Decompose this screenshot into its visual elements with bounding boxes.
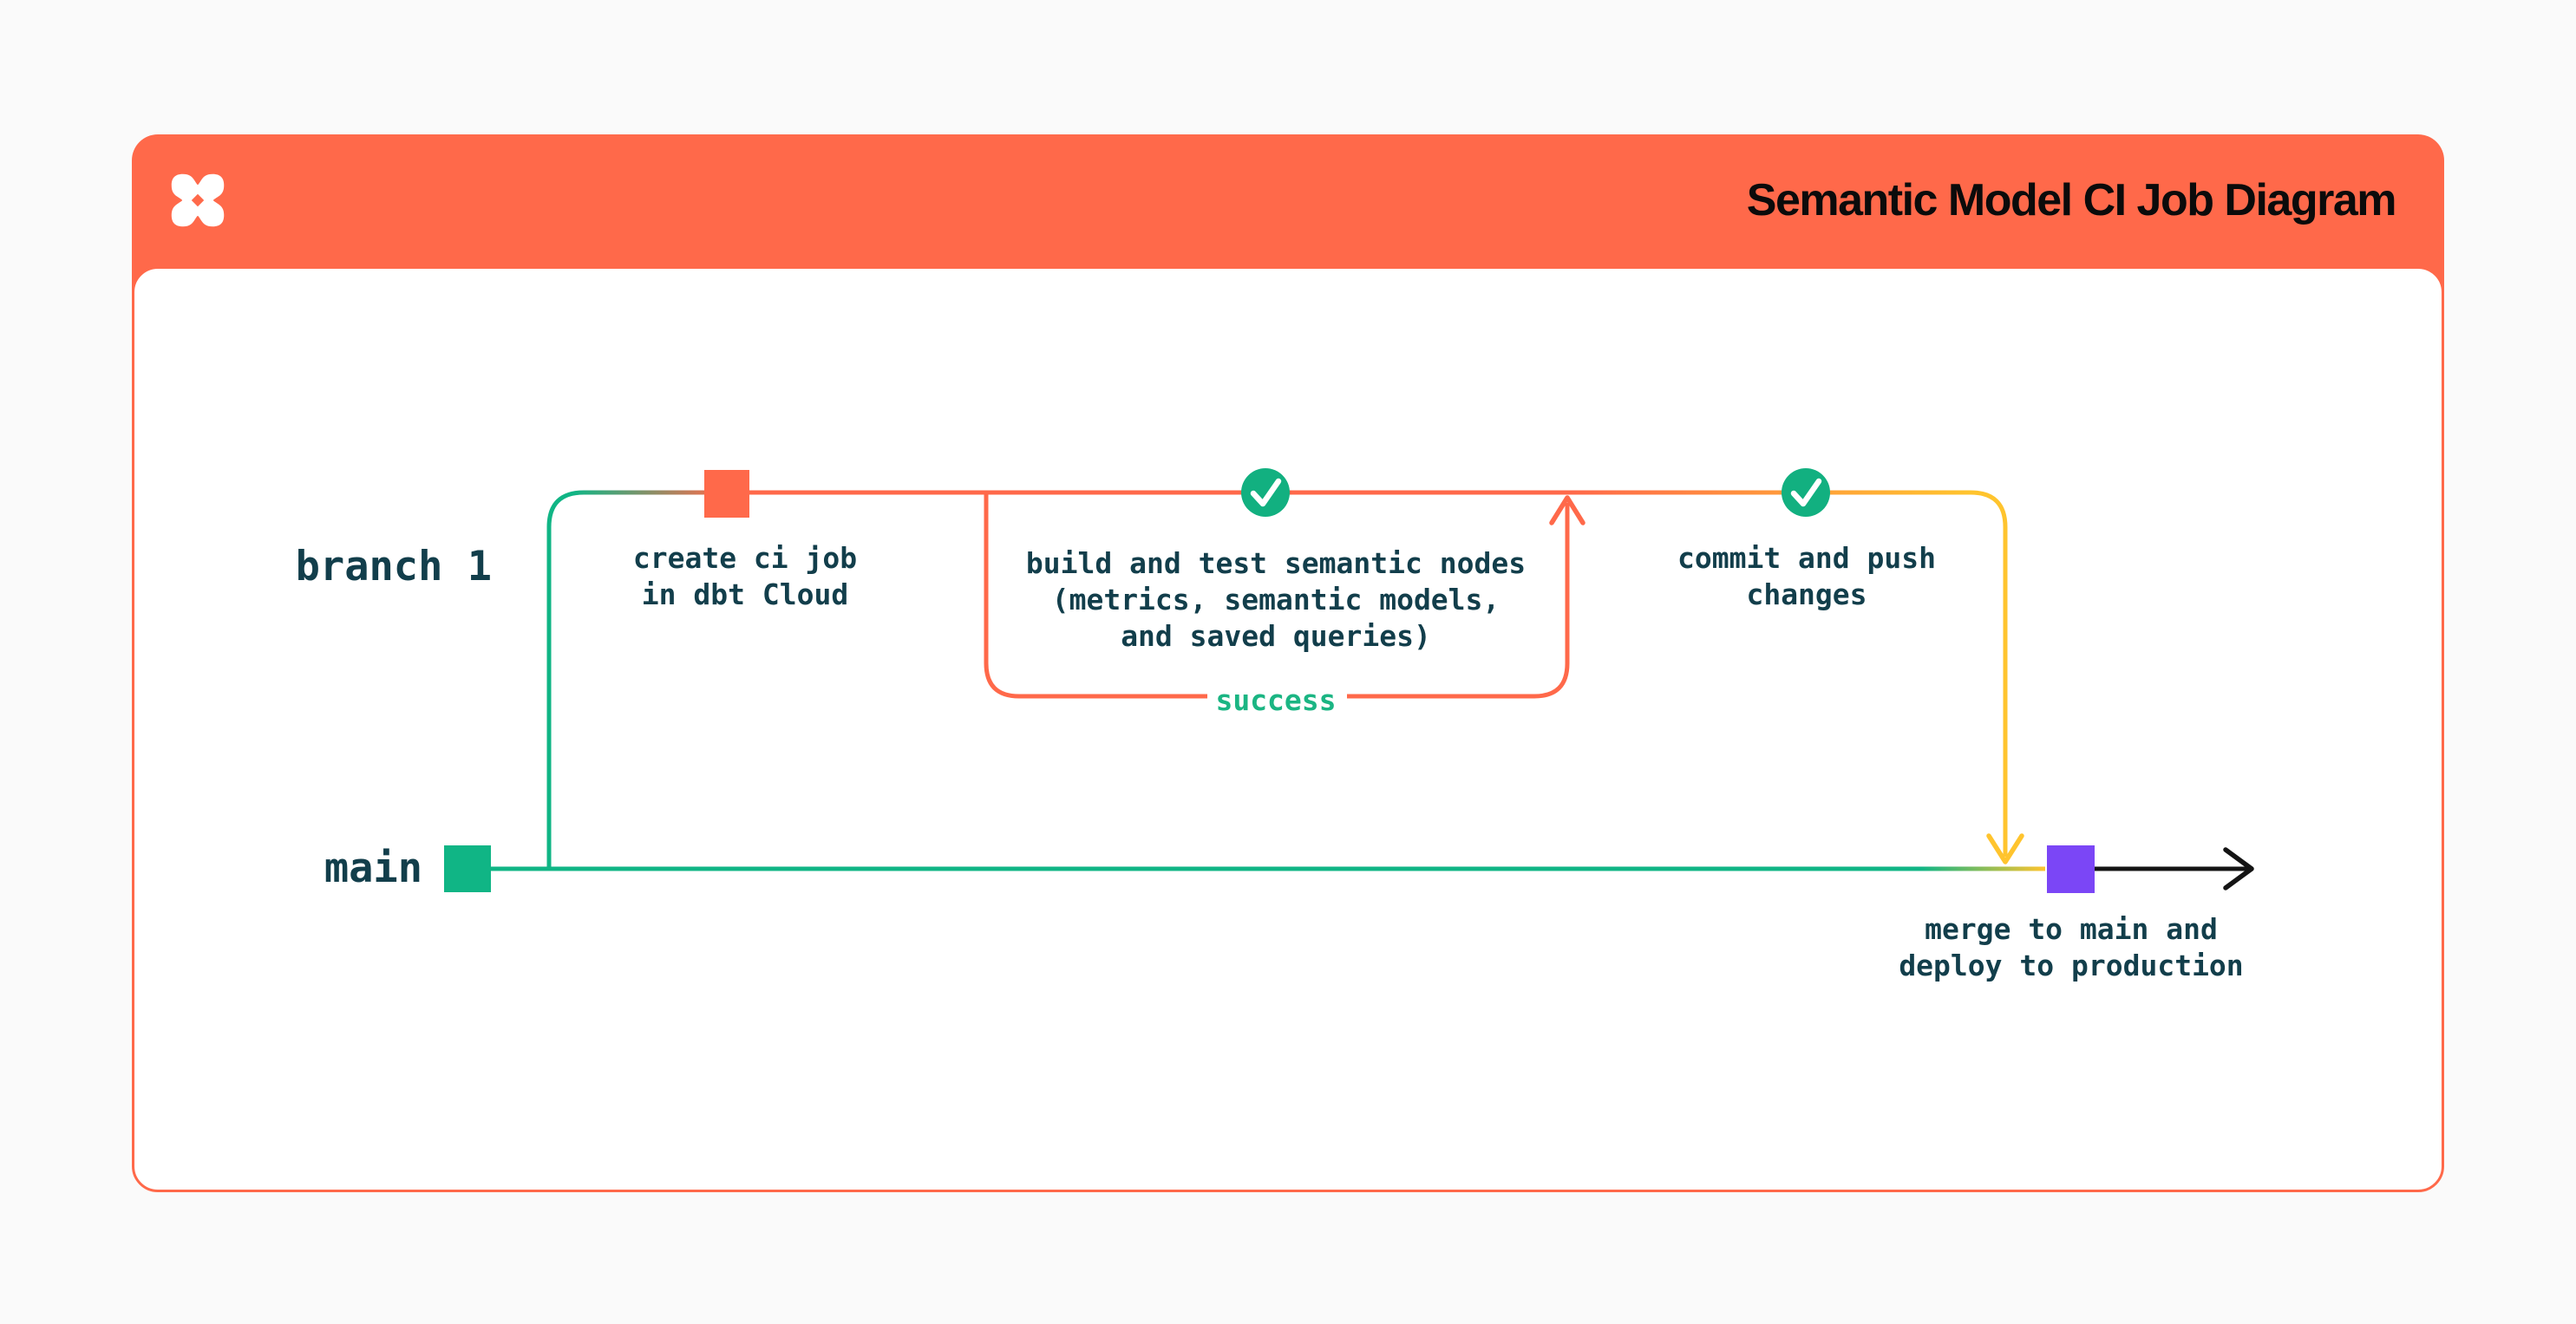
label-line: (metrics, semantic models, xyxy=(1051,583,1500,616)
merge-deploy-label: merge to main and deploy to production xyxy=(1854,911,2288,984)
card-body xyxy=(132,266,2444,1192)
label-line: merge to main and xyxy=(1925,912,2218,946)
header-bar: Semantic Model CI Job Diagram xyxy=(132,134,2444,266)
label-line: deploy to production xyxy=(1899,949,2244,982)
check-icon xyxy=(1241,468,1290,517)
build-test-label: build and test semantic nodes (metrics, … xyxy=(1016,545,1536,655)
page-title: Semantic Model CI Job Diagram xyxy=(1746,175,2397,225)
merge-down-line xyxy=(1570,490,2008,857)
merge-commit-node xyxy=(2047,845,2095,893)
label-line: create ci job xyxy=(632,541,858,575)
create-ci-job-node xyxy=(704,470,749,518)
label-line: changes xyxy=(1746,577,1867,611)
check-icon xyxy=(1782,468,1830,517)
label-line: and saved queries) xyxy=(1121,619,1431,653)
success-loop-left xyxy=(984,492,1207,699)
success-label: success xyxy=(1215,683,1337,717)
create-ci-job-label: create ci job in dbt Cloud xyxy=(615,540,875,613)
commit-push-label: commit and push changes xyxy=(1677,540,1937,613)
merge-arrow-down-icon xyxy=(1986,833,2024,864)
main-label: main xyxy=(324,845,422,892)
label-line: commit and push xyxy=(1677,541,1936,575)
diagram-card: Semantic Model CI Job Diagram xyxy=(132,134,2444,1192)
branch-1-label: branch 1 xyxy=(295,543,492,590)
success-loop-right xyxy=(1347,503,1570,699)
feature-branch-line xyxy=(546,490,1570,869)
main-commit-node xyxy=(444,845,491,892)
dbt-logo-icon xyxy=(167,169,229,232)
label-line: build and test semantic nodes xyxy=(1025,546,1527,580)
main-arrow-right-icon xyxy=(2223,847,2254,890)
success-arrow-up-icon xyxy=(1549,495,1585,525)
label-line: in dbt Cloud xyxy=(641,577,849,611)
